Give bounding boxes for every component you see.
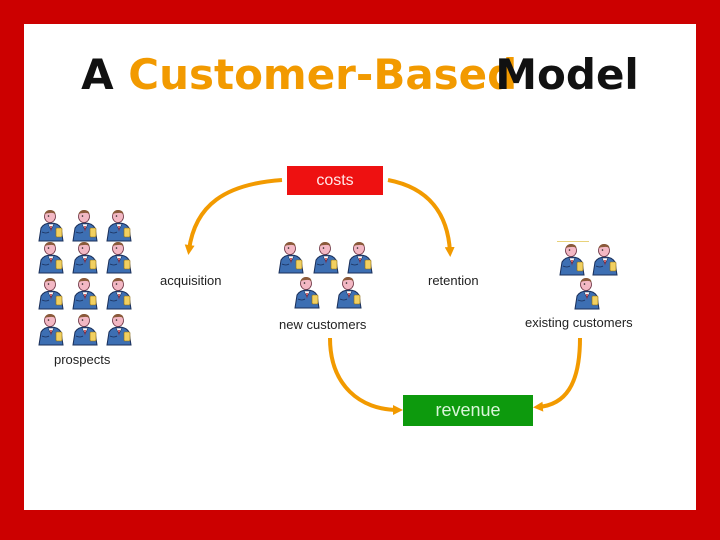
- arrow-existing-customers-to-revenue: [533, 337, 582, 412]
- person-icon: [36, 312, 66, 346]
- person-icon: [104, 276, 134, 310]
- person-icon: [557, 242, 587, 276]
- person-icon: [104, 312, 134, 346]
- person-icon: [70, 208, 100, 242]
- person-icon: [36, 208, 66, 242]
- person-icon: [590, 242, 620, 276]
- person-icon: [334, 275, 364, 309]
- revenue-box: revenue: [403, 395, 533, 426]
- person-icon: [70, 240, 100, 274]
- person-icon: [70, 276, 100, 310]
- title-part-model: Model: [495, 50, 639, 99]
- arrow-costs-to-retention: [387, 178, 455, 257]
- new-customers-label: new customers: [279, 317, 367, 332]
- costs-box: costs: [287, 166, 383, 195]
- person-icon: [104, 240, 134, 274]
- person-icon: [572, 276, 602, 310]
- person-icon: [70, 312, 100, 346]
- prospects-label: prospects: [54, 352, 111, 367]
- existing-customers-highlight: [557, 241, 589, 244]
- person-icon: [36, 240, 66, 274]
- person-icon: [345, 240, 375, 274]
- person-icon: [104, 208, 134, 242]
- slide-title: A Customer-BasedModel: [0, 54, 720, 96]
- title-part-a: A: [81, 50, 129, 99]
- arrow-costs-to-acquisition: [184, 178, 283, 255]
- person-icon: [292, 275, 322, 309]
- arrow-new-customers-to-revenue: [328, 337, 403, 415]
- title-part-customer-based: Customer-Based: [128, 50, 518, 99]
- person-icon: [36, 276, 66, 310]
- person-icon: [311, 240, 341, 274]
- retention-label: retention: [428, 273, 479, 288]
- person-icon: [276, 240, 306, 274]
- acquisition-label: acquisition: [160, 273, 222, 288]
- existing-customers-label: existing customers: [525, 315, 633, 330]
